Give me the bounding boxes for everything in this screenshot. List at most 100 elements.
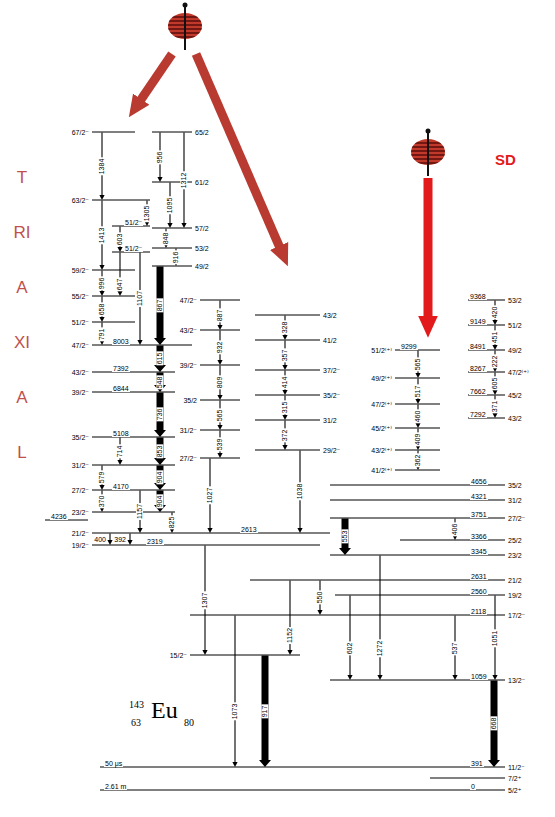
spin-label: 31/2 [507, 497, 523, 504]
spin-label: 43/2 [322, 312, 338, 319]
spin-label: 43/2⁻ [179, 327, 198, 334]
gamma-energy: 1107 [137, 289, 144, 306]
gamma-head [347, 675, 352, 680]
level-line [92, 437, 175, 438]
spin-label: 63/2⁻ [71, 197, 90, 204]
gamma-arrow [99, 491, 104, 513]
gamma-energy: 917 [262, 704, 269, 718]
pointer-arrow [424, 178, 433, 318]
gamma-head [154, 430, 166, 437]
level-line [92, 512, 175, 513]
gamma-energy: 615 [157, 351, 164, 365]
gamma-arrow [492, 396, 497, 419]
spin-label: 49/2⁽⁺⁾ [370, 375, 393, 382]
spin-label: 65/2 [194, 129, 210, 136]
level-line [92, 392, 175, 393]
spin-label: 27/2⁻ [71, 487, 90, 494]
gamma-energy: 420 [492, 305, 499, 319]
gamma-arrow [117, 438, 122, 466]
gamma-arrow [492, 373, 497, 396]
spin-label: 31/2 [322, 417, 338, 424]
gamma-arrow [107, 534, 112, 546]
gamma-arrow [154, 346, 166, 373]
spin-label: 49/2 [507, 347, 523, 354]
gamma-shaft [129, 534, 130, 541]
gamma-arrow [217, 431, 222, 459]
spin-label: 43/2 [507, 415, 523, 422]
gamma-arrow [415, 351, 420, 379]
gamma-energy: 451 [492, 330, 499, 344]
spin-label: 51/2⁽⁺⁾ [370, 347, 393, 354]
nucleon-number: 80 [183, 718, 195, 728]
gamma-arrow [181, 133, 186, 229]
energy-label: 9368 [469, 293, 487, 300]
gamma-energy: 553 [342, 529, 349, 543]
gamma-head [488, 760, 500, 767]
gamma-arrow [415, 429, 420, 451]
gamma-energy: 328 [282, 320, 289, 334]
spin-label: 47/2⁽⁺⁾ [370, 401, 393, 408]
energy-label: 51/2⁻ [124, 245, 143, 252]
gamma-shaft [342, 519, 349, 549]
energy-label: 8267 [469, 365, 487, 372]
gamma-energy: 714 [117, 444, 124, 458]
pointer-arrow [140, 54, 172, 101]
gamma-head [492, 390, 497, 395]
nucleus-icon [165, 3, 205, 51]
gamma-energy: 357 [282, 348, 289, 362]
gamma-arrow [492, 326, 497, 351]
gamma-energy: 1157 [137, 502, 144, 519]
gamma-head [207, 528, 212, 533]
level-line [92, 490, 175, 491]
gamma-energy: 315 [282, 400, 289, 414]
level-line [395, 470, 440, 471]
gamma-arrow [217, 301, 222, 331]
gamma-energy: 1272 [376, 639, 383, 657]
level-line [92, 533, 330, 534]
gamma-arrow [282, 371, 287, 396]
energy-label: 50 μs [104, 760, 123, 767]
level-line [330, 500, 505, 501]
gamma-energy: 791 [99, 327, 106, 341]
spin-label: 67/2⁻ [71, 129, 90, 136]
gamma-arrow [297, 451, 302, 534]
gamma-head [217, 360, 222, 365]
gamma-energy: 1413 [98, 226, 105, 244]
gamma-energy: 1038 [296, 482, 303, 500]
level-line [45, 520, 88, 521]
spin-label: 45/2⁽⁺⁾ [370, 425, 393, 432]
level-line [468, 325, 505, 326]
gamma-shaft [262, 656, 269, 761]
level-line [255, 420, 320, 421]
level-line [92, 345, 192, 346]
gamma-arrow [99, 297, 104, 323]
gamma-head [217, 325, 222, 330]
gamma-head [492, 320, 497, 325]
gamma-energy: 602 [347, 641, 354, 655]
gamma-arrow [282, 341, 287, 371]
gamma-shaft [349, 596, 350, 676]
energy-label: 8491 [469, 343, 487, 350]
gamma-arrow [282, 396, 287, 421]
spin-label: 35/2 [507, 482, 523, 489]
gamma-arrow [117, 227, 122, 253]
gamma-head [259, 760, 271, 767]
gamma-head [282, 390, 287, 395]
gamma-energy: 222 [492, 354, 499, 368]
energy-label: 7662 [469, 388, 487, 395]
gamma-energy: 1051 [491, 629, 498, 647]
gamma-head [217, 425, 222, 430]
gamma-shaft [157, 346, 164, 366]
energy-label: 8003 [112, 338, 130, 345]
energy-label: 391 [470, 760, 484, 767]
level-line [395, 428, 440, 429]
gamma-head [297, 528, 302, 533]
gamma-head [202, 650, 207, 655]
level-line [92, 465, 175, 466]
gamma-energy: 1073 [231, 702, 238, 720]
spin-label: 21/2⁻ [71, 530, 90, 537]
spin-label: 59/2⁻ [71, 267, 90, 274]
spin-label: 47/2⁻ [71, 342, 90, 349]
gamma-arrow [217, 401, 222, 431]
